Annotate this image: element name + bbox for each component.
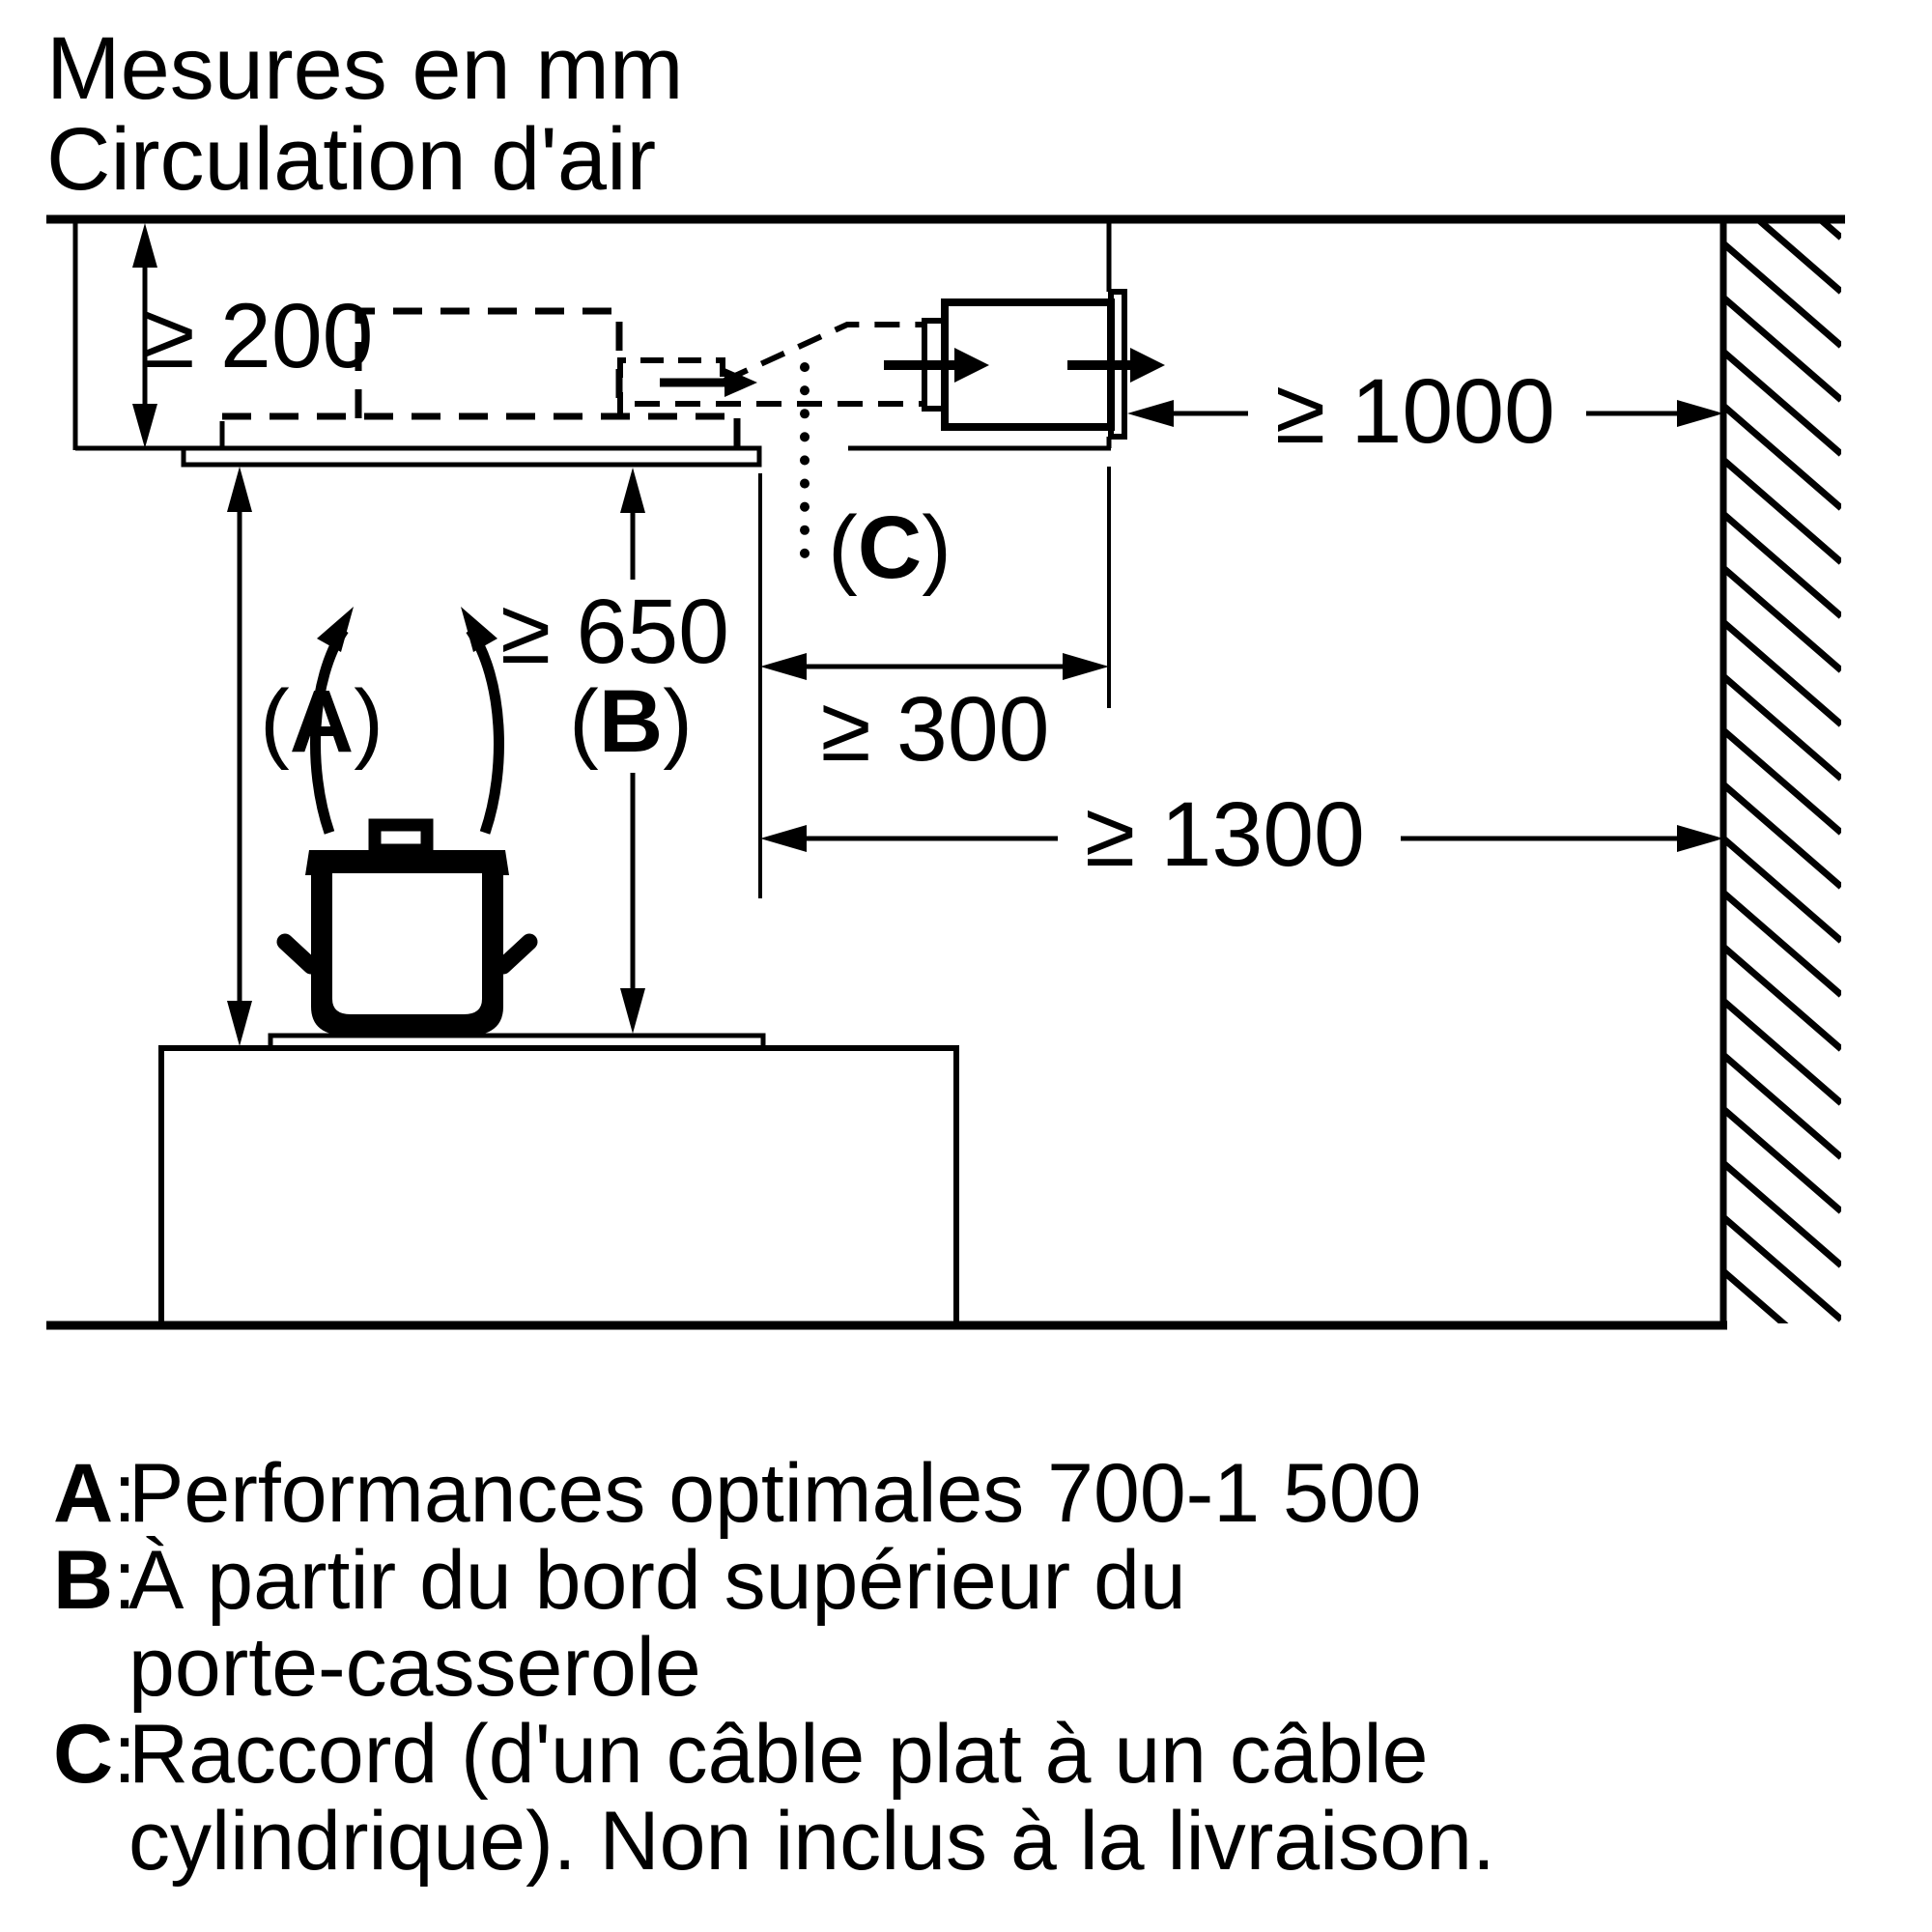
airflow-arrow-duct: [660, 368, 757, 397]
pot-icon: [276, 818, 538, 1036]
legend-b: B:: [53, 1534, 136, 1627]
legend-a: A:: [53, 1447, 136, 1540]
steam-arrow-left: [310, 607, 354, 835]
title-line-2: Circulation d'air: [46, 110, 656, 209]
hood-unit-dashed-outline: [355, 307, 623, 418]
dim-duct-offset: ≥ 300: [758, 467, 1111, 898]
dim-island-to-wall-text: ≥ 1300: [1085, 783, 1365, 886]
legend-a-text: Performances optimales 700-1 500: [128, 1447, 1422, 1540]
airflow-arrow-into-blower: [884, 348, 989, 383]
flat-duct-dashed: [617, 357, 725, 415]
legend-c: C:: [53, 1708, 136, 1801]
dim-a-arrow: [227, 467, 252, 1046]
legend-b-text-2: porte-casserole: [128, 1621, 701, 1714]
dim-b-arrow: [620, 468, 645, 1034]
dim-ceiling-gap-text: ≥ 200: [144, 285, 373, 387]
legend-c-text-2: cylindrique). Non inclus à la livraison.: [128, 1795, 1495, 1888]
legend-c-text-1: Raccord (d'un câble plat à un câble: [128, 1708, 1428, 1801]
dim-hob-clearance-text: ≥ 650: [500, 581, 729, 683]
dim-to-wall-text: ≥ 1000: [1275, 360, 1555, 463]
label-c: (C): [828, 498, 952, 597]
dim-duct-offset-text: ≥ 300: [820, 678, 1049, 781]
label-b: (B): [569, 672, 693, 771]
title-line-1: Mesures en mm: [46, 19, 684, 118]
dim-to-wall: ≥ 1000: [1127, 360, 1723, 463]
legend-b-text-1: À partir du bord supérieur du: [128, 1534, 1186, 1627]
dim-island-to-wall: ≥ 1300: [760, 783, 1723, 886]
steam-arrow-right: [461, 607, 504, 835]
dim-ceiling-gap: ≥ 200: [132, 223, 374, 448]
pan-support-plate: [268, 1033, 766, 1051]
duct-funnel-top-dashed: [723, 322, 924, 384]
airflow-arrow-out-of-blower: [1067, 348, 1165, 383]
wall-hatching: [1726, 221, 1841, 1323]
hood-ceiling-panel: [181, 445, 762, 468]
legend: A: Performances optimales 700-1 500 B: À…: [53, 1447, 1495, 1888]
